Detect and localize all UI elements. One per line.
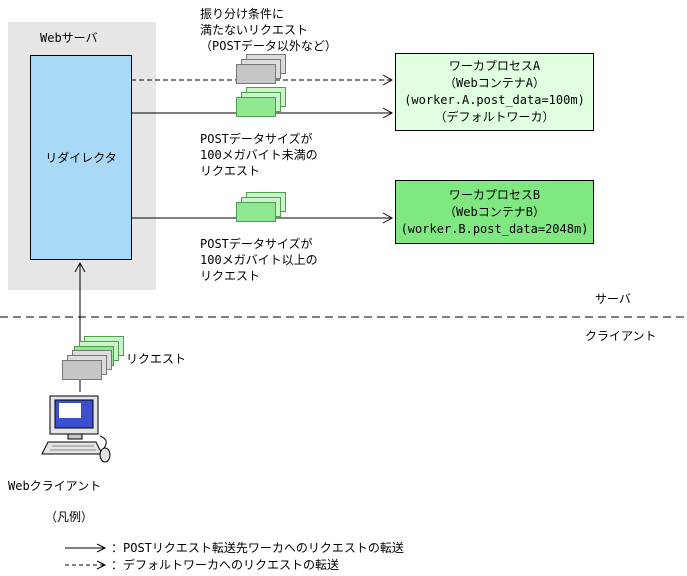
worker-a-config: (worker.A.post_data=100m) xyxy=(404,93,585,107)
server-zone-label: サーバ xyxy=(595,292,631,306)
client-computer-icon xyxy=(41,395,111,463)
note-post-under-100m: POSTデータサイズが 100メガバイト未満の リクエスト xyxy=(200,132,318,178)
client-zone-label: クライアント xyxy=(585,329,657,343)
legend-solid-label: ：POSTリクエスト転送先ワーカへのリクエストの転送 xyxy=(111,541,404,555)
post-small-request-packets-icon xyxy=(236,87,286,117)
client-request-packets-gray-icon xyxy=(62,350,112,380)
redirector-label: リダイレクタ xyxy=(45,151,117,165)
solid-arrow-to-worker-a-head xyxy=(382,107,394,119)
post-large-request-packets-icon xyxy=(236,192,286,222)
dashed-arrow-icon xyxy=(65,560,107,569)
request-label: リクエスト xyxy=(126,352,187,366)
solid-arrow-to-worker-b-head xyxy=(382,212,394,224)
legend-title: （凡例） xyxy=(45,510,94,524)
worker-process-a-box: ワーカプロセスA （WebコンテナA） (worker.A.post_data=… xyxy=(395,53,594,131)
legend-dashed-label: ：デフォルトワーカへのリクエストの転送 xyxy=(111,558,340,572)
non-post-request-packets-icon xyxy=(236,54,286,84)
worker-b-title: ワーカプロセスB xyxy=(448,187,541,202)
dashed-arrow-to-worker-a-head xyxy=(382,74,394,86)
web-client-label: Webクライアント xyxy=(8,479,102,493)
worker-a-container: （WebコンテナA） xyxy=(444,76,545,90)
worker-b-container: （WebコンテナB） xyxy=(444,204,545,219)
note-non-post-request: 振り分け条件に 満たないリクエスト （POSTデータ以外など） xyxy=(200,7,337,53)
redirector-box: リダイレクタ xyxy=(30,55,132,260)
web-server-label: Webサーバ xyxy=(40,31,98,45)
worker-b-config: (worker.B.post_data=2048m) xyxy=(400,221,589,236)
solid-arrow-icon xyxy=(65,543,107,552)
worker-a-title: ワーカプロセスA xyxy=(448,59,541,73)
legend-row-solid: ：POSTリクエスト転送先ワーカへのリクエストの転送 xyxy=(64,539,404,556)
note-post-over-100m: POSTデータサイズが 100メガバイト以上の リクエスト xyxy=(200,237,318,283)
worker-a-default-note: （デフォルトワーカ） xyxy=(434,110,555,124)
legend-row-dashed: ：デフォルトワーカへのリクエストの転送 xyxy=(64,556,339,573)
worker-process-b-box: ワーカプロセスB （WebコンテナB） (worker.B.post_data=… xyxy=(395,180,594,244)
